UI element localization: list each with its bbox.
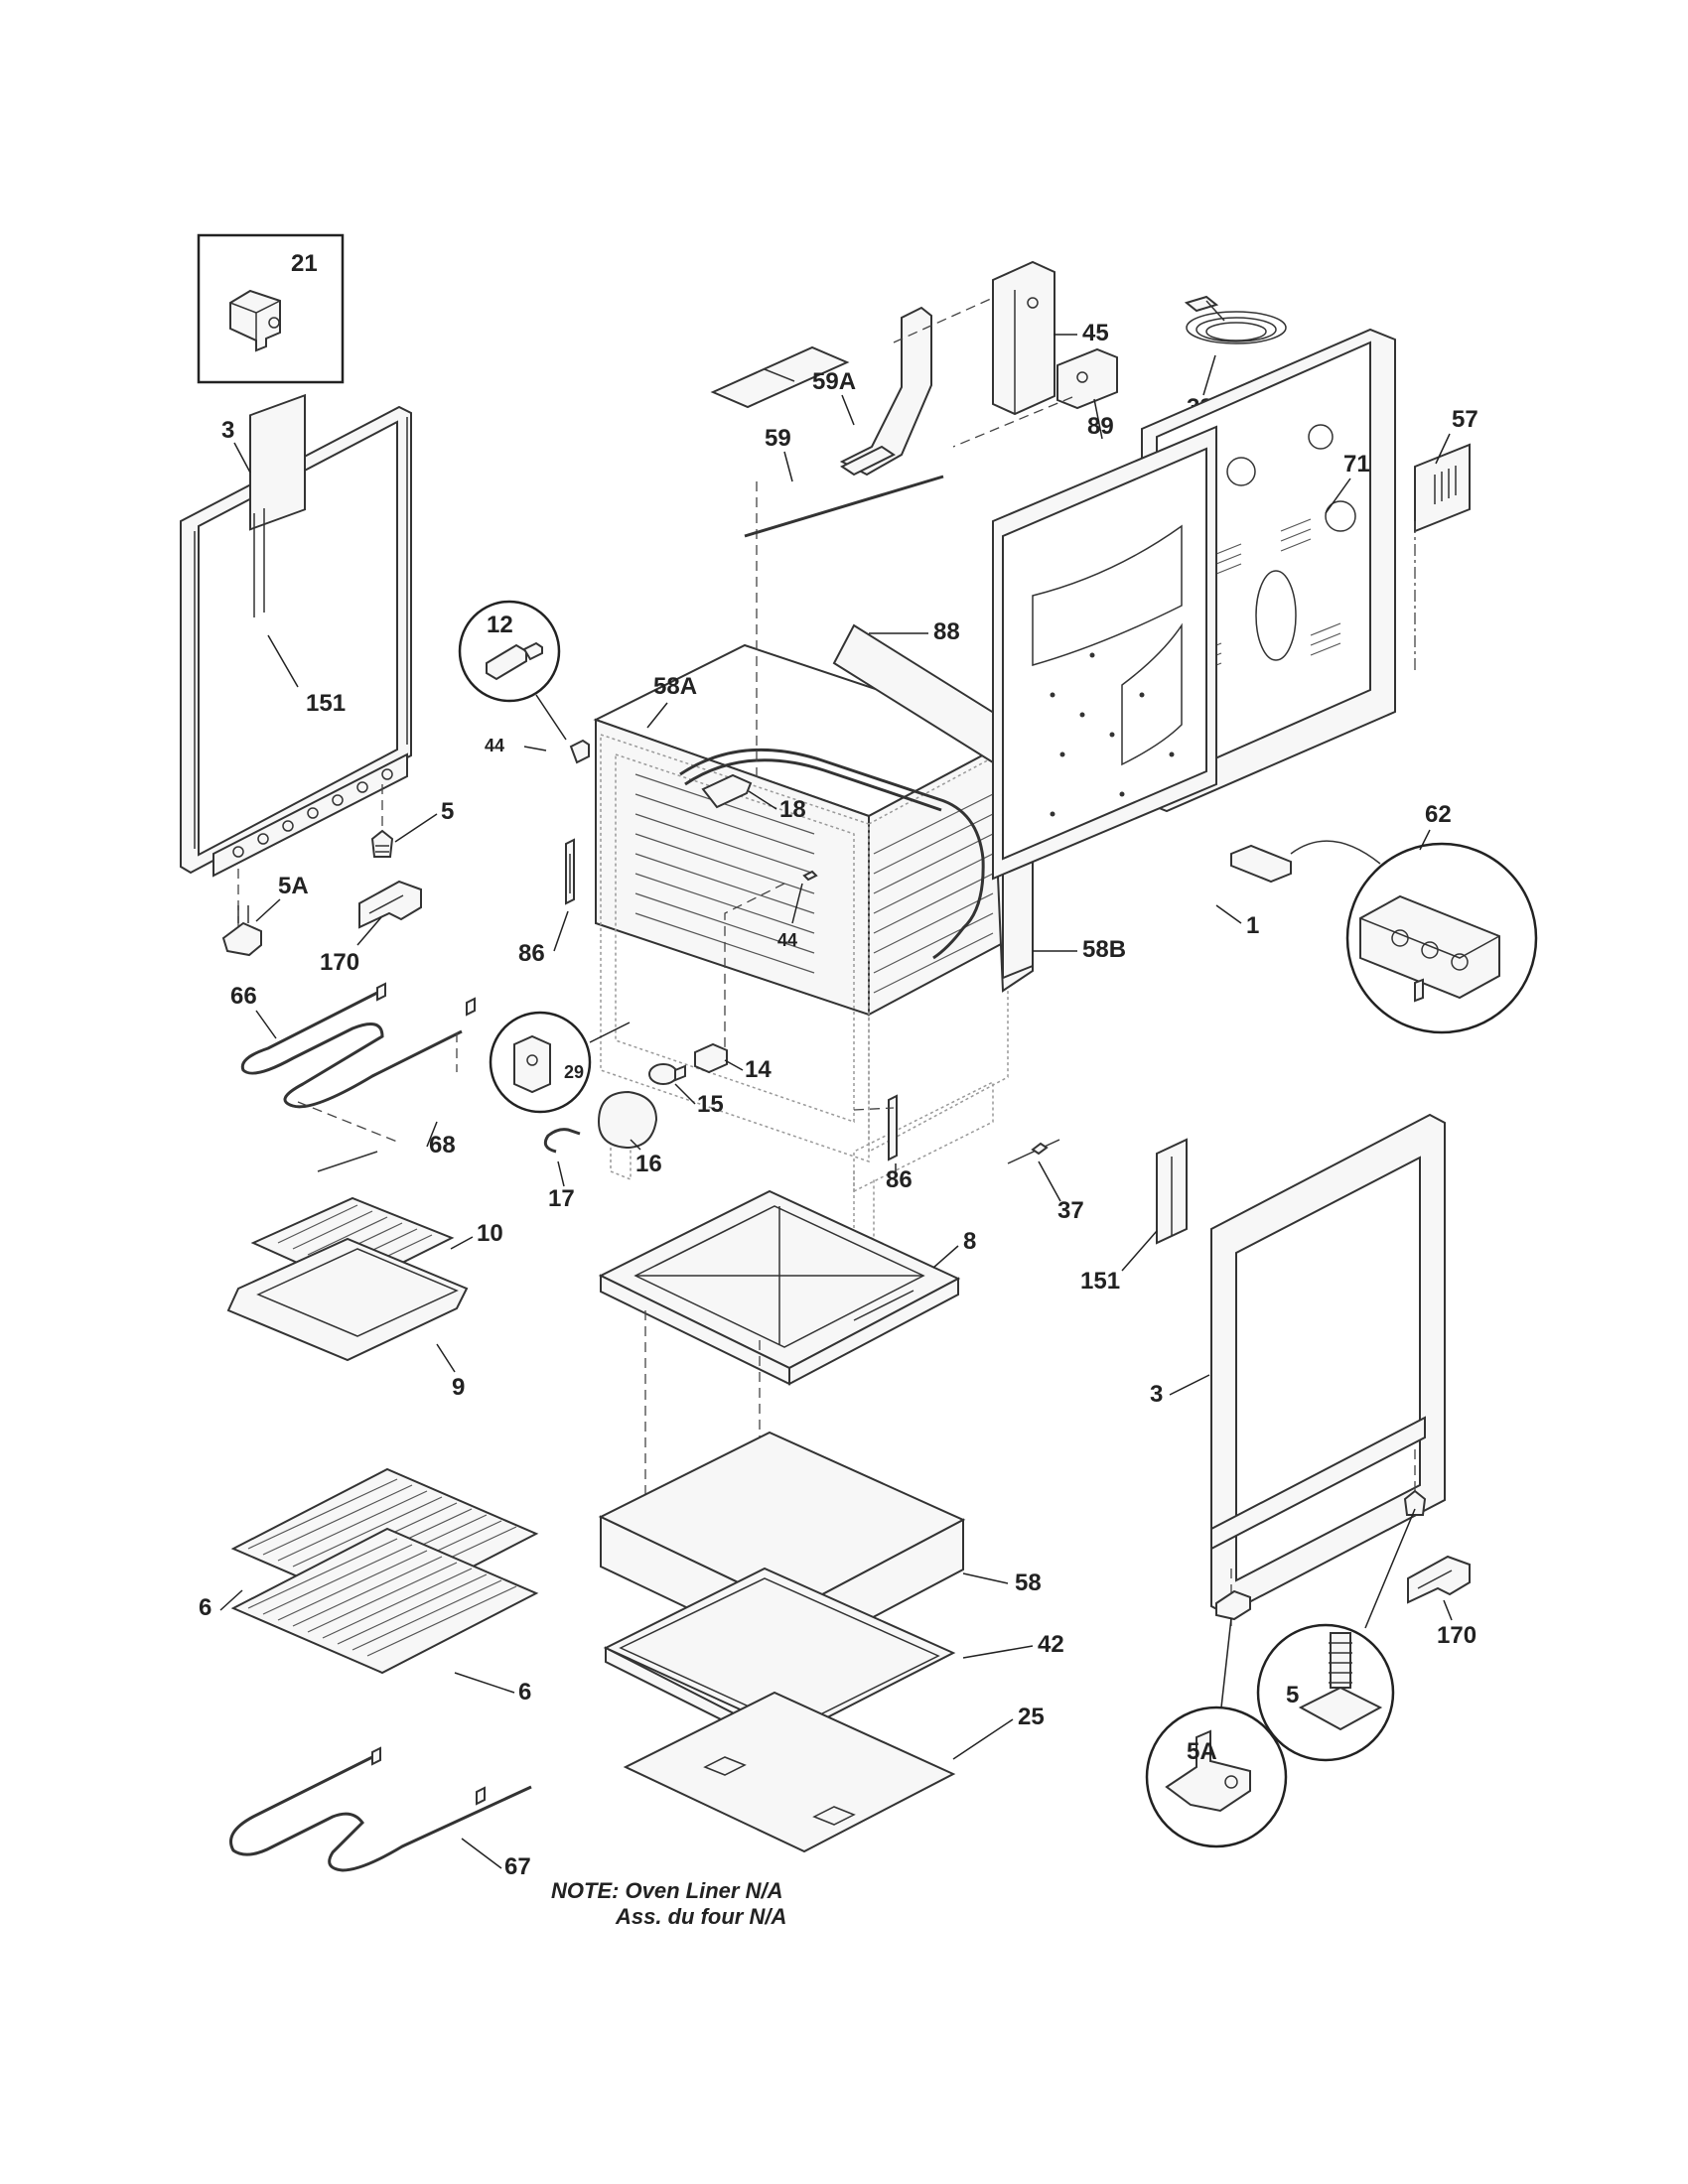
label-44-left: 44 xyxy=(485,736,504,755)
part-5A-leg-bracket-inset xyxy=(1145,1706,1288,1848)
label-25: 25 xyxy=(1018,1704,1045,1730)
part-62-terminal-small xyxy=(1230,844,1292,884)
note-line-2: Ass. du four N/A xyxy=(615,1904,786,1929)
part-6-oven-rack-lower xyxy=(230,1527,539,1675)
part-86-hinge-receiver-right xyxy=(888,1094,898,1161)
label-14: 14 xyxy=(745,1056,772,1083)
label-3-left: 3 xyxy=(221,417,234,444)
label-86-right: 86 xyxy=(886,1166,913,1193)
part-21-inset xyxy=(197,233,345,384)
part-5-leg-right-small xyxy=(1403,1489,1427,1516)
part-8-oven-bottom xyxy=(598,1189,961,1386)
part-5A-leg-bracket-right xyxy=(1215,1589,1251,1621)
part-5A-leg-bracket-left xyxy=(221,905,262,957)
part-3-right-side-panel xyxy=(1210,1113,1446,1616)
label-29: 29 xyxy=(564,1062,584,1082)
label-12: 12 xyxy=(487,612,513,638)
label-18: 18 xyxy=(779,796,806,823)
part-59-vent-duct xyxy=(710,345,850,409)
label-5A-left: 5A xyxy=(278,873,309,899)
part-12-inset xyxy=(458,600,561,703)
label-5A-right: 5A xyxy=(1187,1738,1217,1765)
label-5-right: 5 xyxy=(1286,1682,1299,1708)
label-151-left: 151 xyxy=(306,690,346,717)
part-25-bottom-plate xyxy=(623,1691,956,1853)
label-16: 16 xyxy=(635,1151,662,1177)
part-86-hinge-receiver-left xyxy=(565,838,575,905)
part-17-wire-clip xyxy=(543,1128,581,1154)
label-59: 59 xyxy=(765,425,791,452)
part-58A-oven-cavity xyxy=(593,643,1021,1241)
label-58: 58 xyxy=(1015,1570,1042,1596)
label-71: 71 xyxy=(1343,451,1370,478)
label-58A: 58A xyxy=(653,673,697,700)
part-29-inset xyxy=(489,1011,592,1114)
part-45-vent xyxy=(992,260,1055,416)
label-86-left: 86 xyxy=(518,940,545,967)
part-170-anti-tip-bracket-right xyxy=(1407,1555,1471,1604)
label-1: 1 xyxy=(1246,912,1259,939)
part-59A-vent-duct xyxy=(839,306,932,477)
part-9-broil-pan xyxy=(226,1237,469,1362)
part-12-sensor xyxy=(569,739,590,764)
label-9: 9 xyxy=(452,1374,465,1401)
part-67-bake-element xyxy=(229,1746,532,1872)
label-151-right: 151 xyxy=(1080,1268,1120,1295)
part-37-sensor xyxy=(1007,1139,1060,1164)
label-58B: 58B xyxy=(1082,936,1126,963)
label-89: 89 xyxy=(1087,413,1114,440)
label-17: 17 xyxy=(548,1185,575,1212)
label-62: 62 xyxy=(1425,801,1452,828)
label-67: 67 xyxy=(504,1853,531,1880)
label-68: 68 xyxy=(429,1132,456,1159)
part-5-leveling-leg-inset xyxy=(1256,1623,1395,1762)
label-88: 88 xyxy=(933,618,960,645)
label-170-left: 170 xyxy=(320,949,359,976)
label-66: 66 xyxy=(230,983,257,1010)
part-18-bracket xyxy=(701,773,753,809)
note-line-1: NOTE: Oven Liner N/A xyxy=(551,1878,782,1903)
label-59A: 59A xyxy=(812,368,856,395)
label-6-lower: 6 xyxy=(518,1679,531,1706)
label-5-left: 5 xyxy=(441,798,454,825)
part-44-screw xyxy=(802,870,818,882)
part-151-bracket-right xyxy=(1156,1138,1188,1245)
part-170-anti-tip-bracket-left xyxy=(358,880,422,929)
label-170-right: 170 xyxy=(1437,1622,1477,1649)
label-57: 57 xyxy=(1452,406,1478,433)
label-6-upper: 6 xyxy=(199,1594,211,1621)
label-45: 45 xyxy=(1082,320,1109,346)
part-57-cover xyxy=(1414,443,1471,533)
part-3-left-side-panel xyxy=(180,393,412,878)
part-5-leveling-leg-left xyxy=(370,829,394,858)
part-15-lamp-bulb xyxy=(648,1063,686,1085)
label-10: 10 xyxy=(477,1220,503,1247)
part-1-back-panel xyxy=(992,425,1292,884)
label-3-right: 3 xyxy=(1150,1381,1163,1408)
part-89-bracket xyxy=(1056,347,1118,410)
part-62-terminal-block-inset xyxy=(1345,842,1538,1034)
part-16-lens-cover xyxy=(597,1090,658,1150)
label-21: 21 xyxy=(291,250,318,277)
label-42: 42 xyxy=(1038,1631,1064,1658)
part-88-wire xyxy=(744,475,944,538)
part-66-broil-element xyxy=(240,982,476,1109)
label-44-right: 44 xyxy=(777,930,797,950)
label-15: 15 xyxy=(697,1091,724,1118)
label-37: 37 xyxy=(1057,1197,1084,1224)
label-8: 8 xyxy=(963,1228,976,1255)
part-39-power-cord xyxy=(1184,295,1287,344)
part-14-lamp-socket xyxy=(694,1042,728,1074)
